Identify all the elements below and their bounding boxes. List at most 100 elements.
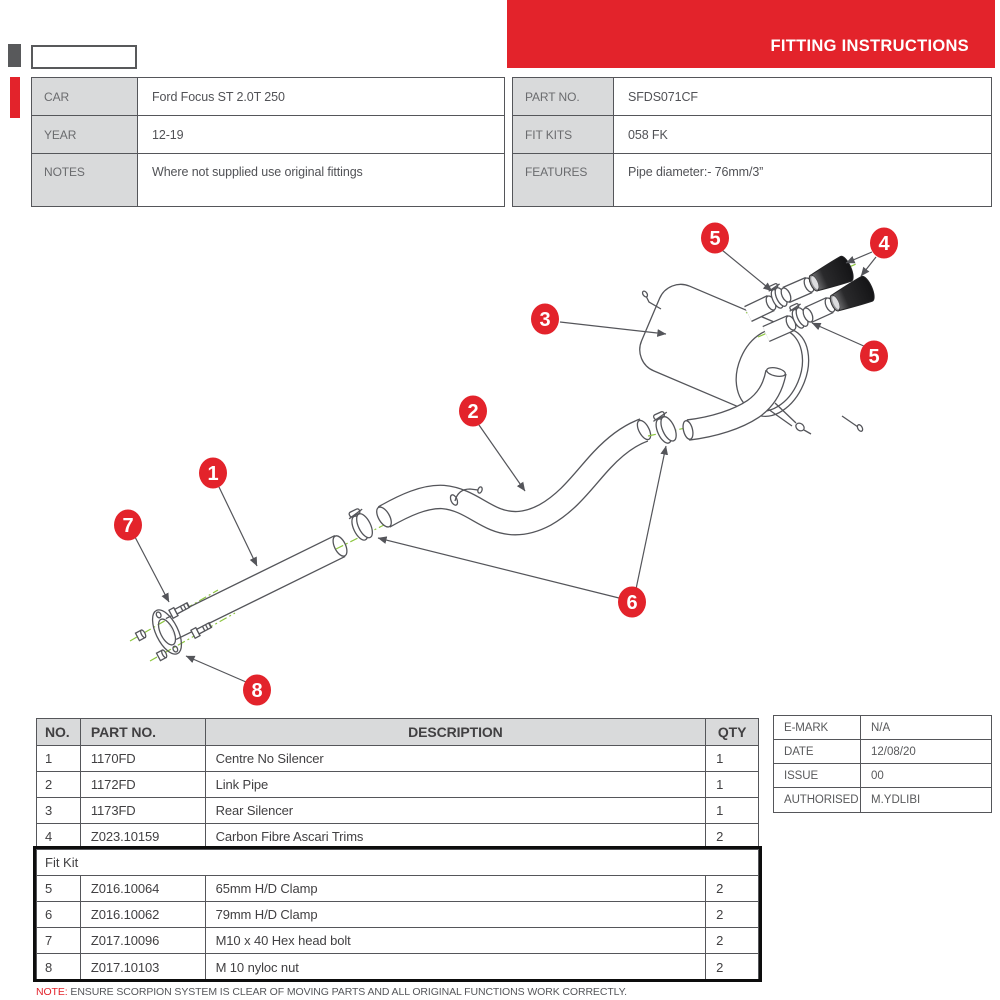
authorised-label: AUTHORISED (774, 788, 861, 812)
vehicle-info-table: CAR Ford Focus ST 2.0T 250 YEAR 12-19 NO… (31, 77, 505, 207)
car-label: CAR (32, 78, 138, 115)
no-cell: 6 (37, 902, 81, 927)
qty-cell: 1 (716, 803, 724, 818)
car-value: Ford Focus ST 2.0T 250 (152, 89, 285, 104)
part-info-table: PART NO. SFDS071CF FIT KITS 058 FK FEATU… (512, 77, 992, 207)
svg-text:5: 5 (868, 346, 879, 368)
qty-cell: 1 (716, 751, 724, 766)
no-cell: 2 (37, 772, 81, 797)
header-no: NO. (37, 719, 81, 745)
svg-text:1: 1 (207, 463, 218, 485)
part-no-cell: Z017.10096 (81, 928, 206, 953)
date-value: 12/08/20 (871, 745, 916, 758)
description-cell: Centre No Silencer (206, 746, 707, 771)
table-row: 5 Z016.10064 65mm H/D Clamp 2 (37, 876, 758, 902)
approval-table: E-MARK N/A DATE 12/08/20 ISSUE 00 AUTHOR… (773, 715, 992, 813)
meta-row-authorised: AUTHORISED M.YDLIBI (774, 788, 991, 812)
part-no-label: PART NO. (513, 78, 614, 115)
e-mark-label: E-MARK (774, 716, 861, 739)
header-description: DESCRIPTION (206, 719, 707, 745)
callout-8: 8 (243, 674, 271, 706)
svg-text:4: 4 (878, 233, 890, 255)
svg-text:8: 8 (251, 680, 262, 702)
footnote-prefix: NOTE: (36, 986, 68, 998)
callout-5-upper: 5 (701, 222, 729, 254)
part-no-cell: Z023.10159 (81, 824, 206, 849)
part-no-cell: 1172FD (81, 772, 206, 797)
features-label: FEATURES (513, 154, 614, 206)
callout-2: 2 (459, 395, 487, 427)
e-mark-value: N/A (871, 721, 891, 734)
leader-lines (134, 249, 877, 683)
part-no-cell: 1173FD (81, 798, 206, 823)
info-row-notes: NOTES Where not supplied use original fi… (32, 154, 504, 206)
no-cell: 1 (37, 746, 81, 771)
callout-7: 7 (114, 509, 142, 541)
no-cell: 4 (37, 824, 81, 849)
hanger-pin (841, 415, 864, 432)
features-value: Pipe diameter:- 76mm/3” (628, 165, 764, 179)
table-row: 2 1172FD Link Pipe 1 (37, 772, 758, 798)
parts-table: NO. PART NO. DESCRIPTION QTY 1 1170FD Ce… (36, 718, 759, 981)
svg-text:3: 3 (539, 309, 550, 331)
info-row-fit-kits: FIT KITS 058 FK (513, 116, 991, 154)
svg-text:7: 7 (122, 515, 133, 537)
footnote: NOTE: ENSURE SCORPION SYSTEM IS CLEAR OF… (36, 986, 627, 998)
carbon-trim (808, 255, 854, 292)
date-label: DATE (774, 740, 861, 763)
meta-row-issue: ISSUE 00 (774, 764, 991, 788)
authorised-value: M.YDLIBI (871, 794, 921, 806)
year-value: 12-19 (152, 127, 184, 142)
nyloc-nut (155, 649, 168, 662)
notes-label: NOTES (32, 154, 138, 206)
parts-table-header: NO. PART NO. DESCRIPTION QTY (37, 719, 758, 746)
info-row-part-no: PART NO. SFDS071CF (513, 78, 991, 116)
hd-clamp (348, 508, 374, 541)
table-row: 3 1173FD Rear Silencer 1 (37, 798, 758, 824)
centre-pipe (165, 534, 348, 641)
table-row: 6 Z016.10062 79mm H/D Clamp 2 (37, 902, 758, 928)
page-title: FITTING INSTRUCTIONS (770, 37, 969, 55)
footnote-text: ENSURE SCORPION SYSTEM IS CLEAR OF MOVIN… (67, 986, 627, 998)
fit-kits-label: FIT KITS (513, 116, 614, 153)
qty-cell: 1 (716, 777, 724, 792)
fit-kits-value: 058 FK (628, 127, 668, 142)
description-cell: Link Pipe (206, 772, 707, 797)
hex-bolt (190, 621, 213, 640)
part-no-cell: Z016.10062 (81, 902, 206, 927)
qty-cell: 2 (716, 829, 724, 844)
issue-value: 00 (871, 769, 884, 782)
link-pipe (376, 418, 652, 536)
header-qty: QTY (717, 724, 747, 740)
qty-cell: 2 (716, 933, 724, 948)
callout-3: 3 (531, 303, 559, 335)
meta-row-date: DATE 12/08/20 (774, 740, 991, 764)
part-no-cell: Z016.10064 (81, 876, 206, 901)
part-no-cell: Z017.10103 (81, 954, 206, 980)
title-banner: FITTING INSTRUCTIONS (507, 0, 995, 68)
info-row-car: CAR Ford Focus ST 2.0T 250 (32, 78, 504, 116)
no-cell: 5 (37, 876, 81, 901)
callout-4: 4 (870, 227, 898, 259)
qty-cell: 2 (716, 907, 724, 922)
description-cell: M 10 nyloc nut (206, 954, 707, 980)
table-row: 7 Z017.10096 M10 x 40 Hex head bolt 2 (37, 928, 758, 954)
no-cell: 7 (37, 928, 81, 953)
header-part-no: PART NO. (81, 719, 206, 745)
description-cell: M10 x 40 Hex head bolt (206, 928, 707, 953)
front-flange (151, 609, 183, 655)
fit-kit-section-label: Fit Kit (37, 850, 758, 876)
table-row: 8 Z017.10103 M 10 nyloc nut 2 (37, 954, 758, 980)
svg-text:6: 6 (626, 592, 637, 614)
table-row: 4 Z023.10159 Carbon Fibre Ascari Trims 2 (37, 824, 758, 850)
description-cell: 79mm H/D Clamp (206, 902, 707, 927)
hanger-pin (641, 290, 662, 310)
hex-bolt (168, 601, 191, 620)
year-label: YEAR (32, 116, 138, 153)
tail-pipe (802, 296, 836, 324)
hanger-fork (767, 402, 812, 435)
hd-clamp (652, 411, 677, 444)
no-cell: 8 (37, 954, 81, 980)
